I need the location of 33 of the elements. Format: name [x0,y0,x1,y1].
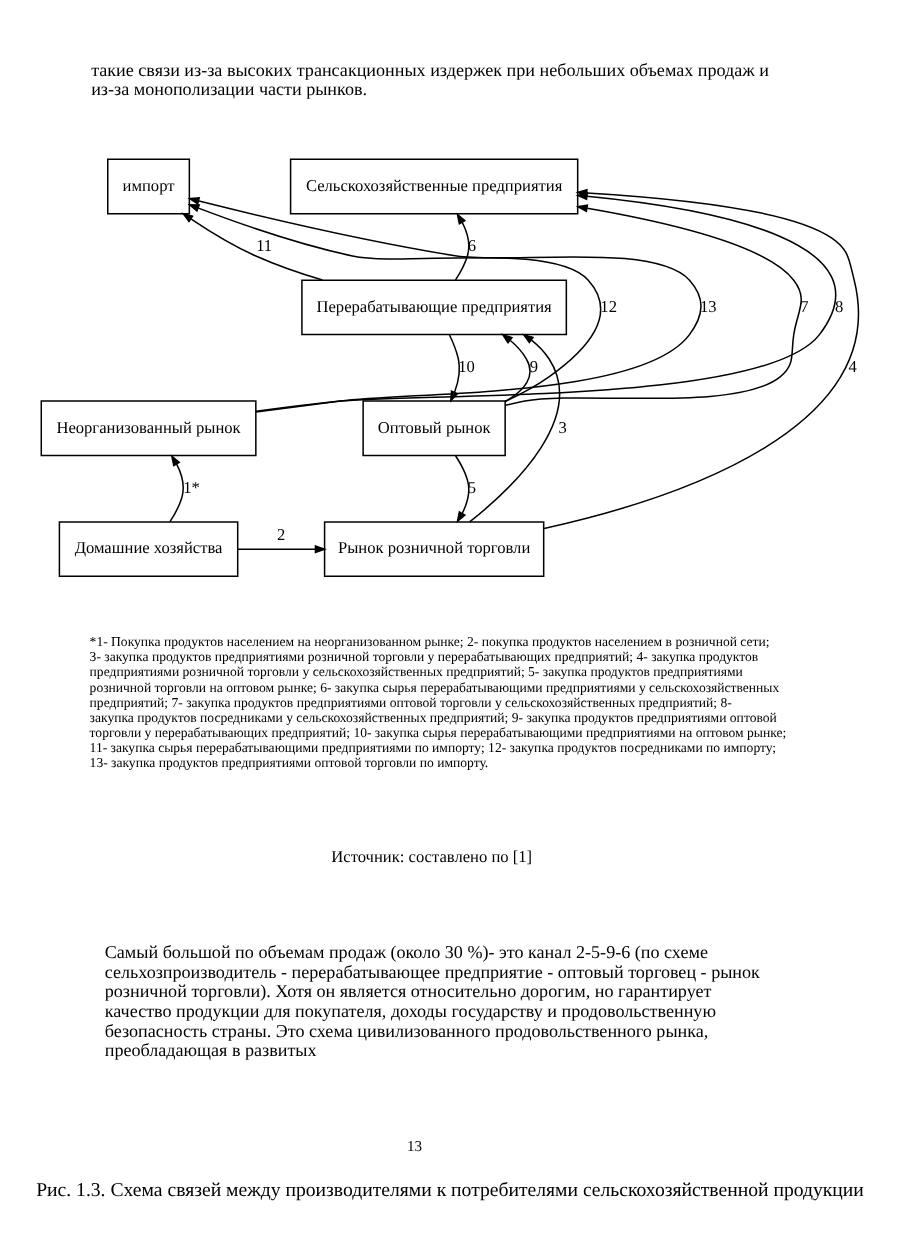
arrow [468,333,561,523]
arrow [504,204,802,406]
label: Самый большой по объемам продаж (около 30 %)- это канал 2-5-9-6 (по схеме сельхозпроизводитель - перерабатывающее предприятие - оптовый торговец - рынок розничной торговли). Хотя он является относительно дорогим, но гарантирует качество продукции для покупателя, доходы государству и продовольственную безопасность страны. Это схема цивилизованного продовольственного рынка, преобладающая в развитых [104,942,760,1061]
edge-label: 7 [800,297,809,316]
edge-label: 1* [183,478,200,497]
edge-label: 2 [276,525,286,544]
arrow [169,454,184,523]
arrow [181,212,324,281]
arrow [454,212,470,281]
label: такие связи из-за высоких трансакционных издержек при небольших объемах продаж и из-за монополизации части рынков. [91,59,770,100]
edge-label: 11 [256,237,273,256]
arrow [187,196,702,413]
edge-label: 3 [558,418,567,437]
node-box: Домашние хозяйства [58,521,239,578]
arrow [454,455,470,524]
edge-label: 13 [700,297,717,316]
node-box: импорт [107,158,191,215]
node-box: Рынок розничной торговли [323,521,545,578]
node-box: Сельскохозяйственные предприятия [289,158,579,215]
edge-label: 10 [458,358,475,377]
node-box: Оптовый рынок [362,400,506,457]
label: 13 [406,1137,423,1156]
edge-label: 8 [834,297,844,316]
arrow [237,544,327,554]
node-box: Неорганизованный рынок [40,400,257,457]
caption: Рис. 1.3. Схема связей между производителями к потребителями сельскохозяйственной продукции [36,1180,864,1203]
edge-label: 9 [529,358,539,377]
node-box: Перерабатывающие предприятия [301,279,568,336]
edge-label: 12 [600,297,617,316]
arrow [500,333,531,403]
edge-label: 5 [467,478,477,497]
edge-label: 4 [848,358,857,377]
label: Источник: составлено по [1] [331,847,533,866]
